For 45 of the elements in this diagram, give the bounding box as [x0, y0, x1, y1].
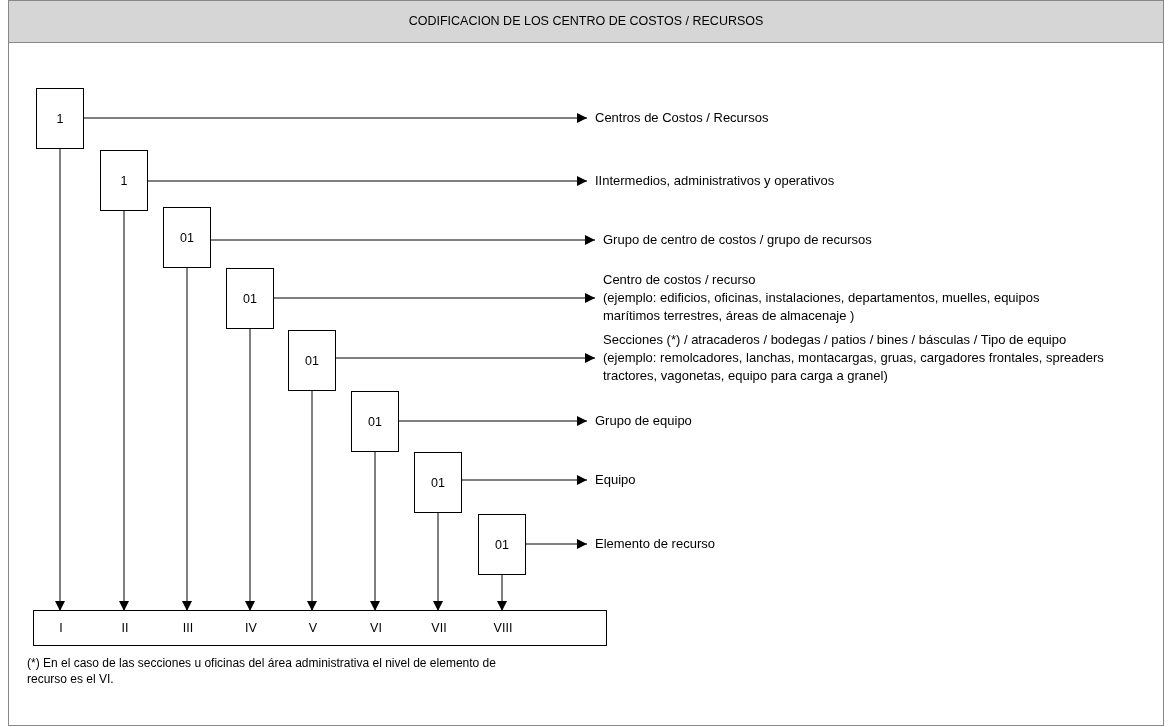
description-heading: Centro de costos / recurso — [603, 271, 757, 289]
arrow — [55, 148, 65, 612]
level-numeral: I — [36, 610, 86, 646]
diagram-title: CODIFICACION DE LOS CENTRO DE COSTOS / RECURSOS — [407, 14, 765, 28]
description-text: Centros de Costos / Recursos — [587, 109, 1157, 127]
code-box: 1 — [100, 150, 148, 211]
arrow — [182, 267, 192, 612]
arrow — [273, 293, 596, 303]
code-box: 01 — [163, 207, 211, 268]
code-box: 1 — [36, 88, 84, 149]
level-numeral: VI — [351, 610, 401, 646]
description-heading: Secciones (*) / atracaderos / bodegas / patios / bines / básculas / Tipo de equipo — [603, 331, 1068, 349]
arrow — [307, 390, 317, 612]
code-box: 01 — [288, 330, 336, 391]
arrow — [433, 512, 443, 612]
footnote: (*) En el caso de las secciones u oficinas del área administrativa el nivel de elemento de recurso es el VI. — [27, 655, 497, 687]
arrow — [147, 176, 588, 186]
level-numeral: VII — [414, 610, 464, 646]
arrow — [335, 353, 596, 363]
level-numeral: V — [288, 610, 338, 646]
level-numeral: VIII — [478, 610, 528, 646]
arrow — [370, 451, 380, 612]
level-numeral: IV — [226, 610, 276, 646]
arrow — [497, 574, 507, 612]
code-box: 01 — [414, 452, 462, 513]
arrow — [245, 328, 255, 612]
description-text: (ejemplo: remolcadores, lanchas, montacargas, gruas, cargadores frontales, spreaders tractores, vagonetas, equipo para carga a granel) — [603, 349, 1105, 385]
code-box: 01 — [478, 514, 526, 575]
arrow — [461, 475, 588, 485]
arrow — [525, 539, 588, 549]
description-text: Grupo de centro de costos / grupo de recursos — [595, 231, 1165, 249]
arrow — [83, 113, 588, 123]
description-text: Grupo de equipo — [587, 412, 1157, 430]
description-text: IIntermedios, administrativos y operativos — [587, 172, 1157, 190]
arrow — [119, 210, 129, 612]
description-text: Elemento de recurso — [587, 535, 1157, 553]
level-numeral: III — [163, 610, 213, 646]
code-box: 01 — [351, 391, 399, 452]
level-numeral: II — [100, 610, 150, 646]
code-box: 01 — [226, 268, 274, 329]
arrow — [210, 235, 596, 245]
description-text: (ejemplo: edificios, oficinas, instalaciones, departamentos, muelles, equipos marítimos terrestres, áreas de almacenaje ) — [603, 289, 1041, 325]
level-bar — [33, 610, 607, 646]
description-text: Equipo — [587, 471, 1157, 489]
arrow — [398, 416, 588, 426]
